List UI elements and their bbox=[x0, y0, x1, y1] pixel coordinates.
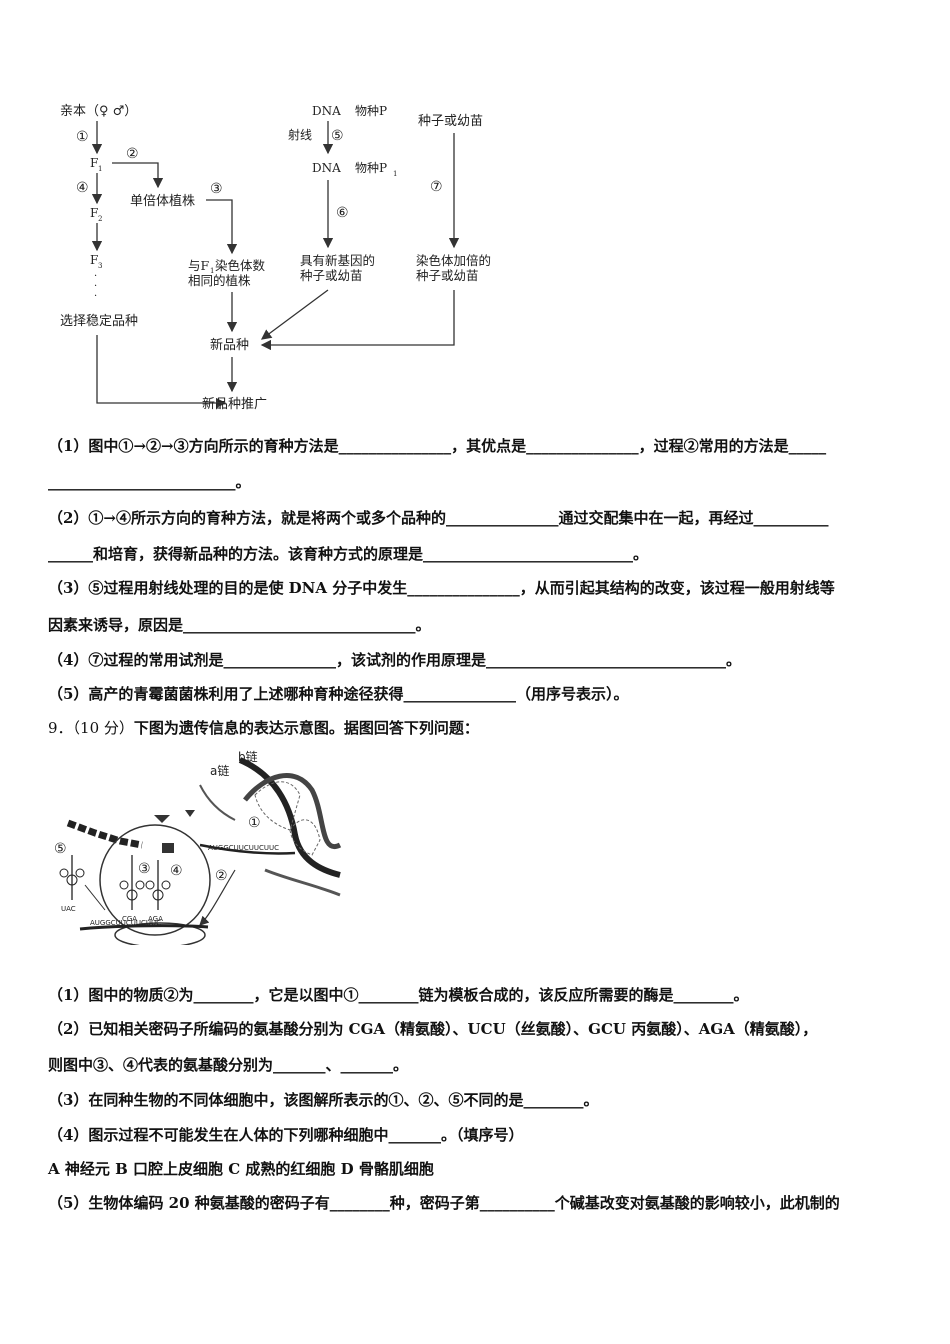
species-p-label: 物种P bbox=[355, 104, 387, 118]
amino-acid-block bbox=[162, 843, 174, 853]
ribosome-small-subunit bbox=[114, 922, 206, 945]
pointer-trna5 bbox=[84, 884, 106, 911]
polypeptide-chain bbox=[66, 819, 143, 849]
f3-label: F bbox=[90, 253, 98, 267]
promote-label: 新品种推广 bbox=[202, 396, 267, 412]
q9-options: A 神经元 B 口腔上皮细胞 C 成熟的红细胞 D 骨骼肌细胞 bbox=[48, 1160, 434, 1178]
mrna-top-strand bbox=[199, 843, 296, 855]
new-gene-label-1: 具有新基因的 bbox=[300, 253, 375, 268]
arrow-f1-haploid bbox=[112, 162, 164, 189]
q8-part2-line2: ______和培育，获得新品种的方法。该育种方式的原理是____________… bbox=[48, 545, 649, 563]
a-chain-label: a链 bbox=[210, 763, 229, 778]
trna-4 bbox=[145, 860, 171, 910]
dna-hatch-2 bbox=[289, 819, 321, 856]
q9-title: 9．（10 分）下图为遗传信息的表达示意图。据图回答下列问题： bbox=[48, 718, 904, 738]
q8-part4: （4）⑦过程的常用试剂是_______________，该试剂的作用原理是___… bbox=[48, 651, 741, 669]
q9-part5: （5）生物体编码 20 种氨基酸的密码子有________种，密码子第_____… bbox=[48, 1194, 840, 1212]
label-4: ④ bbox=[170, 863, 183, 879]
breeding-flow-diagram: 亲本（♀ ♂） ① F 1 ④ F 2 F 3 · · · 选择稳定品种 ② 单… bbox=[50, 95, 520, 425]
step-3-label: ③ bbox=[210, 181, 223, 197]
f3-sub: 3 bbox=[98, 262, 102, 270]
same-chrom-sub: 1 bbox=[210, 267, 214, 275]
anticodon-aga: AGA bbox=[148, 915, 163, 923]
arrow-newgene-new bbox=[260, 289, 329, 340]
q9-part1: （1）图中的物质②为________，它是以图中①________链为模板合成的… bbox=[48, 986, 749, 1004]
nuclear-membrane bbox=[199, 784, 236, 821]
dna1-label: DNA bbox=[312, 104, 341, 118]
trna-5 bbox=[59, 855, 85, 900]
arrow-doubled-new bbox=[260, 290, 455, 351]
dna2-label: DNA bbox=[312, 161, 341, 175]
trna-3 bbox=[119, 855, 145, 910]
f1-label: F bbox=[90, 156, 98, 170]
q9-part4: （4）图示过程不可能发生在人体的下列哪种细胞中_______。（填序号） bbox=[48, 1126, 524, 1144]
haploid-label: 单倍体植株 bbox=[130, 194, 195, 209]
parent-label: 亲本（♀ ♂） bbox=[60, 104, 137, 119]
enzyme-shape-1 bbox=[154, 815, 170, 823]
f1-sub: 1 bbox=[98, 165, 102, 173]
enzyme-shape-2 bbox=[185, 810, 195, 817]
dna-strand-b bbox=[243, 773, 342, 849]
same-chrom-label-1: 与F bbox=[188, 258, 210, 273]
breeding-flow-svg: 亲本（♀ ♂） ① F 1 ④ F 2 F 3 · · · 选择稳定品种 ② 单… bbox=[60, 104, 491, 412]
q9-part2-line1: （2）已知相关密码子所编码的氨基酸分别为 CGA（精氨酸）、UCU（丝氨酸）、G… bbox=[48, 1020, 818, 1038]
anticodon-uac: UAC bbox=[61, 905, 76, 913]
select-stable-label: 选择稳定品种 bbox=[60, 313, 138, 329]
q8-part1-line1: （1）图中①→②→③方向所示的育种方法是_______________，其优点是… bbox=[48, 437, 827, 455]
anticodon-cga: CGA bbox=[122, 915, 137, 923]
dna-hatch-1 bbox=[254, 781, 301, 831]
dna-strand-a bbox=[238, 757, 341, 878]
q8-part3-line1: （3）⑤过程用射线处理的目的是使 DNA 分子中发生______________… bbox=[48, 579, 835, 597]
gene-expression-svg: b链 a链 ① AUGGCUUCUUCUUC ② bbox=[54, 749, 342, 945]
same-chrom-label-2: 染色体数 bbox=[215, 258, 266, 273]
q8-part2-line1: （2）①→④所示方向的育种方法，就是将两个或多个品种的_____________… bbox=[48, 509, 829, 527]
ray-label: 射线 bbox=[288, 127, 312, 142]
q8-part3-line2: 因素来诱导，原因是_______________________________… bbox=[48, 616, 431, 634]
species-p1-label: 物种P bbox=[355, 161, 387, 175]
f2-sub: 2 bbox=[98, 215, 102, 223]
new-gene-label-2: 种子或幼苗 bbox=[300, 268, 363, 283]
q9-number: 9．（10 分） bbox=[48, 719, 134, 737]
arrow-mrna-ribosome bbox=[199, 869, 236, 926]
step-4-label: ④ bbox=[76, 180, 89, 196]
mrna-top-bases: AUGGCUUCUUCUUC bbox=[208, 844, 279, 852]
q8-part1-line2: _________________________。 bbox=[48, 473, 251, 491]
step-2-label: ② bbox=[126, 146, 139, 162]
q9-title-text: 下图为遗传信息的表达示意图。据图回答下列问题： bbox=[133, 719, 479, 737]
dots-3: · bbox=[94, 291, 97, 302]
step-7-label: ⑦ bbox=[430, 179, 443, 195]
dots-1: · bbox=[94, 271, 97, 282]
dots-2: · bbox=[94, 281, 97, 292]
species-p1-sub: 1 bbox=[393, 170, 397, 178]
doubled-label-1: 染色体加倍的 bbox=[416, 253, 491, 268]
seed-top-label: 种子或幼苗 bbox=[418, 114, 483, 129]
label-2: ② bbox=[215, 868, 228, 884]
step-6-label: ⑥ bbox=[336, 205, 349, 221]
nuclear-membrane-2 bbox=[264, 868, 341, 897]
mrna-bottom-bases: AUGGCUUCUUCUUC bbox=[90, 919, 161, 927]
step-1-label: ① bbox=[76, 129, 89, 145]
doubled-label-2: 种子或幼苗 bbox=[416, 268, 479, 283]
q9-part3: （3）在同种生物的不同体细胞中，该图解所表示的①、②、⑤不同的是________… bbox=[48, 1091, 599, 1109]
mrna-bottom-strand bbox=[79, 924, 209, 931]
q8-part5: （5）高产的青霉菌菌株利用了上述哪种育种途径获得_______________（… bbox=[48, 685, 629, 703]
label-5: ⑤ bbox=[54, 841, 67, 857]
same-chrom-label-3: 相同的植株 bbox=[188, 273, 251, 288]
arrow-select-promote bbox=[96, 335, 227, 409]
q9-part2-line2: 则图中③、④代表的氨基酸分别为_______、_______。 bbox=[48, 1056, 409, 1074]
gene-expression-diagram: b链 a链 ① AUGGCUUCUUCUUC ② bbox=[50, 745, 350, 945]
new-variety-label: 新品种 bbox=[210, 337, 249, 353]
label-3: ③ bbox=[138, 861, 151, 877]
step-5-label: ⑤ bbox=[331, 128, 344, 144]
label-1: ① bbox=[248, 815, 261, 831]
b-chain-label: b链 bbox=[238, 749, 258, 764]
f2-label: F bbox=[90, 206, 98, 220]
ribosome-large-subunit bbox=[99, 824, 211, 936]
arrow-haploid-same bbox=[206, 199, 238, 255]
